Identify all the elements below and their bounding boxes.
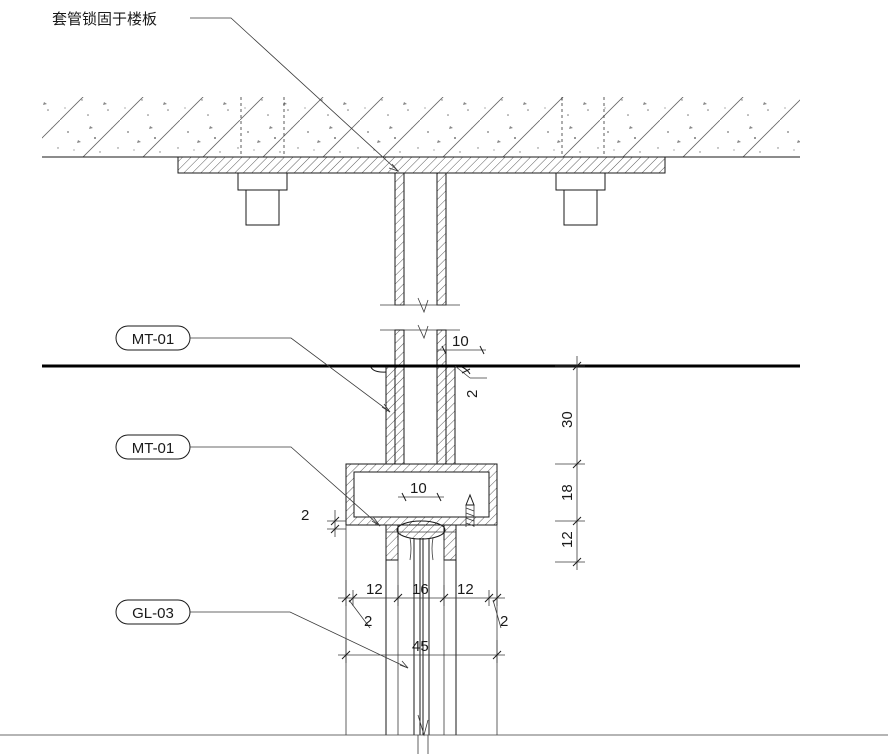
tag-mt01-lower: MT-01 — [115, 434, 381, 527]
glass-gasket — [396, 520, 446, 540]
svg-text:10: 10 — [410, 480, 427, 497]
concrete-slab — [42, 97, 800, 158]
svg-text:2: 2 — [301, 507, 309, 524]
dim-2-left: 2 — [301, 507, 346, 537]
tag-gl03: GL-03 — [115, 599, 409, 669]
dim-2-bottom-right: 2 — [492, 599, 508, 630]
dim-chain-bottom: 12 16 12 — [338, 580, 505, 606]
anchor-bolt-right — [555, 172, 606, 226]
svg-text:12: 12 — [366, 581, 383, 598]
svg-text:16: 16 — [412, 581, 429, 598]
svg-text:GL-03: GL-03 — [132, 605, 174, 622]
dim-2-bottom-left: 2 — [348, 599, 372, 630]
note-sleeve-lock: 套管锁固于楼板 — [52, 10, 157, 28]
svg-text:2: 2 — [500, 613, 508, 630]
dim-10-mid: 10 — [398, 480, 444, 502]
screw-icon — [465, 493, 475, 527]
anchor-bolt-left — [237, 172, 288, 226]
hanger-sleeve-upper — [380, 172, 460, 314]
svg-text:2: 2 — [364, 613, 372, 630]
svg-text:12: 12 — [559, 531, 576, 548]
tag-mt01-upper: MT-01 — [115, 325, 391, 413]
dim-45: 45 — [338, 638, 505, 663]
steel-plate — [177, 156, 666, 174]
svg-text:10: 10 — [452, 333, 469, 350]
dim-10-top: 10 — [437, 333, 486, 355]
svg-text:MT-01: MT-01 — [132, 440, 175, 457]
svg-text:2: 2 — [464, 390, 481, 398]
svg-text:12: 12 — [457, 581, 474, 598]
svg-text:18: 18 — [559, 484, 576, 501]
dim-2-top: 2 — [454, 365, 487, 398]
glass-panel — [345, 525, 498, 754]
svg-text:45: 45 — [412, 638, 429, 655]
svg-text:MT-01: MT-01 — [132, 331, 175, 348]
dim-vertical-right: 30 18 12 — [555, 356, 585, 570]
note-leader — [190, 17, 399, 172]
svg-text:30: 30 — [559, 411, 576, 428]
